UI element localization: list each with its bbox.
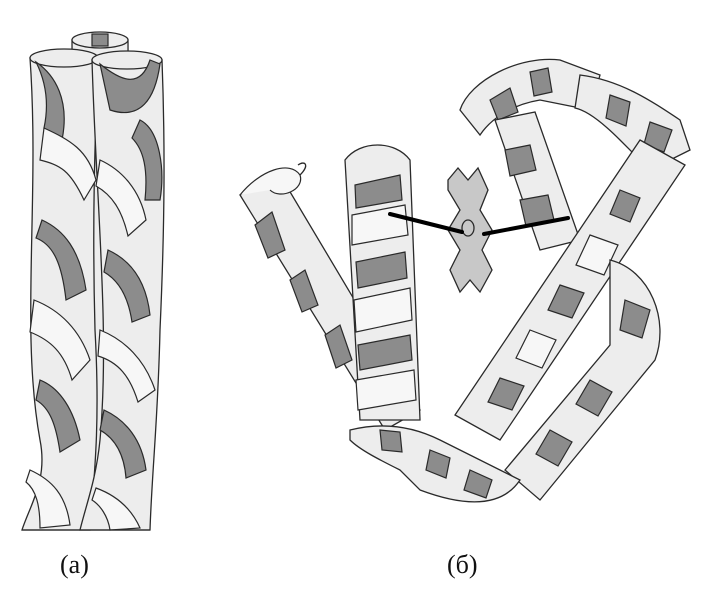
helix-top-loop [459, 58, 691, 251]
helix-diagonal [454, 139, 686, 441]
panel-b-label: (б) [447, 550, 478, 579]
helix-left [21, 48, 99, 531]
bond-right [482, 216, 570, 236]
ligand-group [447, 166, 493, 294]
bond-left [388, 212, 464, 234]
coiled-coil-bundle [21, 31, 165, 531]
helix-bottom [349, 425, 521, 503]
globular-protein [239, 58, 691, 503]
panel-a-label: (а) [60, 550, 89, 579]
helix-bottom-right [504, 259, 661, 501]
helix-central [344, 144, 421, 421]
helix-right [79, 50, 165, 531]
